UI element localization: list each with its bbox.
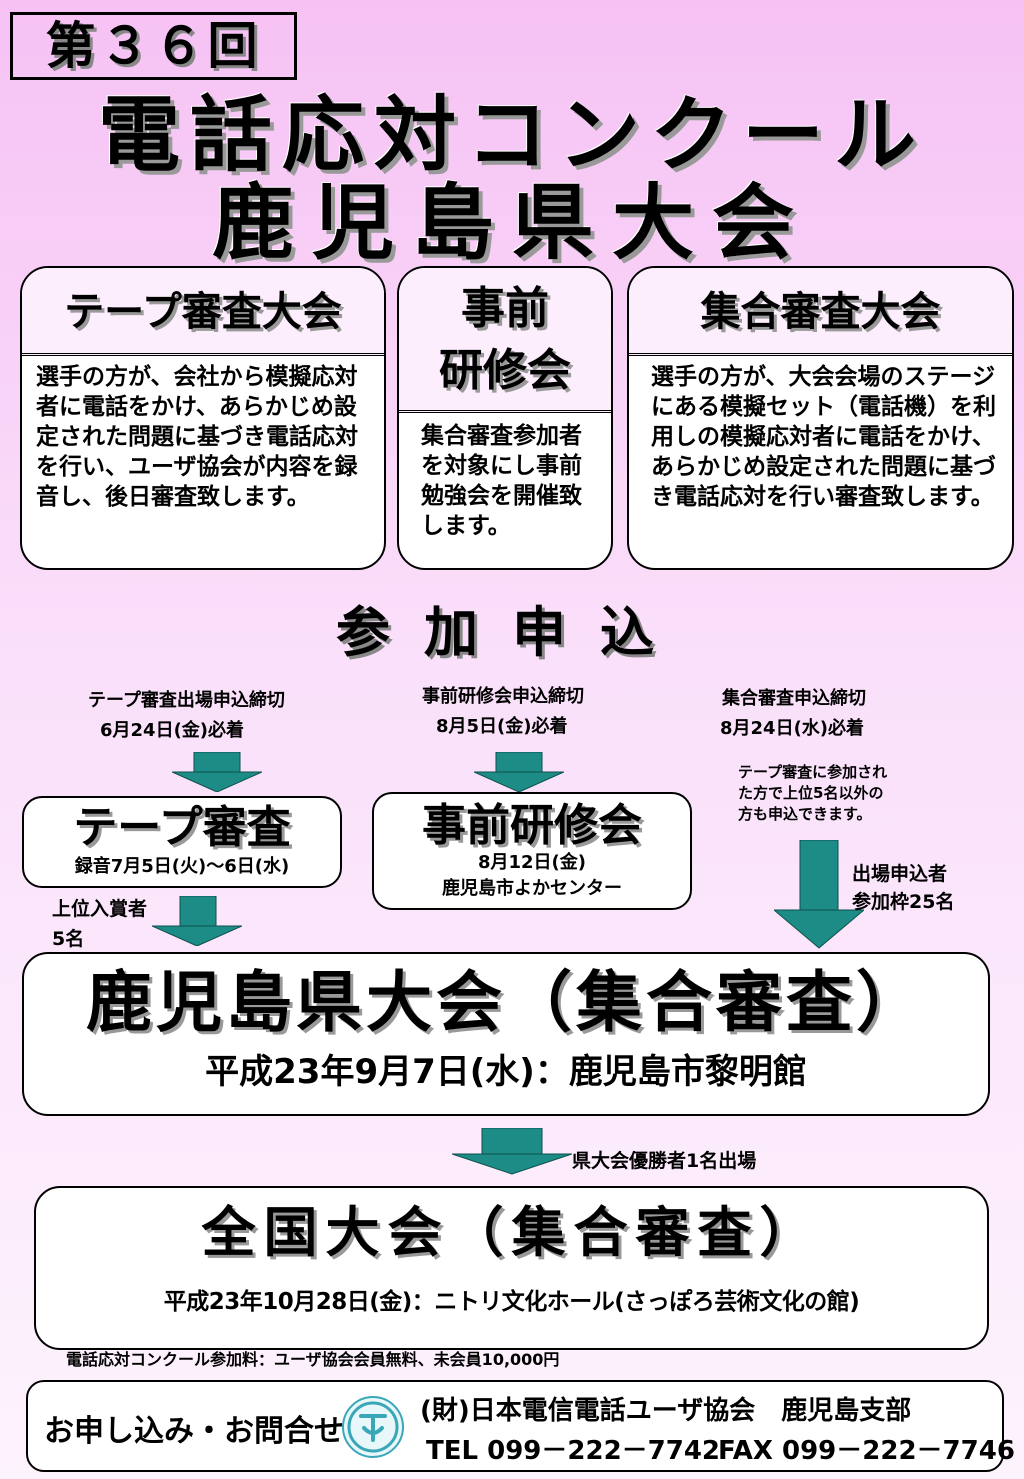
entrants-note: 出場申込者 参加枠25名 — [852, 860, 954, 916]
group-note-line2: た方で上位5名以外の — [738, 784, 884, 802]
national-sub: 平成23年10月28日(金)：ニトリ文化ホール(さっぽろ芸術文化の館) — [163, 1289, 860, 1315]
fee-note: 電話応対コンクール参加料：ユーザ協会会員無料、未会員10,000円 — [66, 1350, 560, 1369]
prefecture-box: 鹿児島県大会（集合審査） 平成23年9月7日(水)：鹿児島市黎明館 — [22, 952, 990, 1116]
down-arrow-icon — [151, 895, 243, 950]
entrants-note-line1: 出場申込者 — [852, 863, 948, 885]
association-logo-icon — [342, 1396, 404, 1458]
down-arrow-icon — [772, 839, 866, 954]
pre-training-pill-sub-line1: 8月12日(金) — [477, 852, 587, 873]
national-title: 全国大会（集合審査） — [201, 1201, 822, 1264]
title-line1: 電話応対コンクール — [97, 88, 926, 183]
tape-deadline-line2: 6月24日(金)必着 — [100, 720, 245, 741]
tape-deadline-line1: テープ審査出場申込締切 — [88, 690, 285, 711]
group-note: テープ審査に参加され た方で上位5名以外の 方も申込できます。 — [738, 762, 887, 825]
group-note-line3: 方も申込できます。 — [738, 805, 872, 823]
pre-training-box-body: 集合審査参加者を対象にし事前勉強会を開催致します。 — [421, 423, 582, 539]
winners-note-line1: 上位入賞者 — [52, 898, 148, 920]
group-review-box-title: 集合審査大会 — [629, 268, 1012, 356]
down-arrow-icon — [171, 751, 263, 796]
edition-label: 第３６回 — [10, 12, 297, 80]
tape-review-pill-title: テープ審査 — [73, 802, 291, 853]
tape-review-pill-sub: 録音7月5日(火)～6日(水) — [74, 856, 290, 877]
winners-note: 上位入賞者 5名 — [52, 894, 147, 954]
contact-fax: FAX 099－222－7746 — [718, 1436, 1015, 1466]
pre-training-pill: 事前研修会 8月12日(金) 鹿児島市よかセンター — [372, 792, 692, 910]
group-deadline-line2: 8月24日(水)必着 — [720, 718, 865, 739]
prefecture-title: 鹿児島県大会（集合審査） — [86, 964, 926, 1041]
pre-training-box-title: 事前 研修会 — [399, 268, 611, 413]
contact-org: (財)日本電信電話ユーザ協会 鹿児島支部 — [420, 1396, 912, 1426]
group-review-box-body: 選手の方が、大会会場のステージにある模擬セット（電話機）を利用しの模擬応対者に電… — [651, 364, 996, 510]
prefecture-sub: 平成23年9月7日(水)：鹿児島市黎明館 — [205, 1052, 807, 1092]
title-line2: 鹿児島県大会 — [211, 176, 812, 271]
national-box: 全国大会（集合審査） 平成23年10月28日(金)：ニトリ文化ホール(さっぽろ芸… — [34, 1186, 989, 1350]
tape-review-box-title: テープ審査大会 — [22, 268, 384, 356]
tape-review-box-body: 選手の方が、会社から模擬応対者に電話をかけ、あらかじめ設定された問題に基づき電話… — [36, 364, 358, 510]
down-arrow-icon — [473, 751, 565, 796]
pre-training-pill-title: 事前研修会 — [422, 800, 642, 851]
winner-note: 県大会優勝者1名出場 — [572, 1150, 757, 1172]
pre-training-pill-sub-line2: 鹿児島市よかセンター — [442, 878, 622, 899]
group-deadline-line1: 集合審査申込締切 — [722, 688, 866, 709]
contact-label: お申し込み・お問合せ — [44, 1414, 344, 1449]
pre-training-box: 事前 研修会 集合審査参加者を対象にし事前勉強会を開催致します。 — [397, 266, 613, 570]
pre-deadline-line1: 事前研修会申込締切 — [422, 686, 584, 707]
entrants-note-line2: 参加枠25名 — [852, 891, 955, 913]
winners-note-line2: 5名 — [52, 928, 85, 950]
contact-box: お申し込み・お問合せ (財)日本電信電話ユーザ協会 鹿児島支部 TEL 099－… — [26, 1380, 1015, 1472]
pre-training-box-title-line1: 事前 — [461, 283, 549, 334]
tape-review-box: テープ審査大会 選手の方が、会社から模擬応対者に電話をかけ、あらかじめ設定された… — [20, 266, 386, 570]
contact-tel: TEL 099－222－7742 — [426, 1436, 721, 1466]
down-arrow-icon — [451, 1127, 573, 1180]
pre-training-box-title-line2: 研修会 — [439, 345, 571, 396]
group-note-line1: テープ審査に参加され — [738, 763, 888, 781]
apply-heading: 参加申込 — [336, 601, 688, 664]
tape-review-pill: テープ審査 録音7月5日(火)～6日(水) — [22, 796, 342, 888]
pre-deadline-line2: 8月5日(金)必着 — [436, 716, 568, 737]
group-review-box: 集合審査大会 選手の方が、大会会場のステージにある模擬セット（電話機）を利用しの… — [627, 266, 1014, 570]
